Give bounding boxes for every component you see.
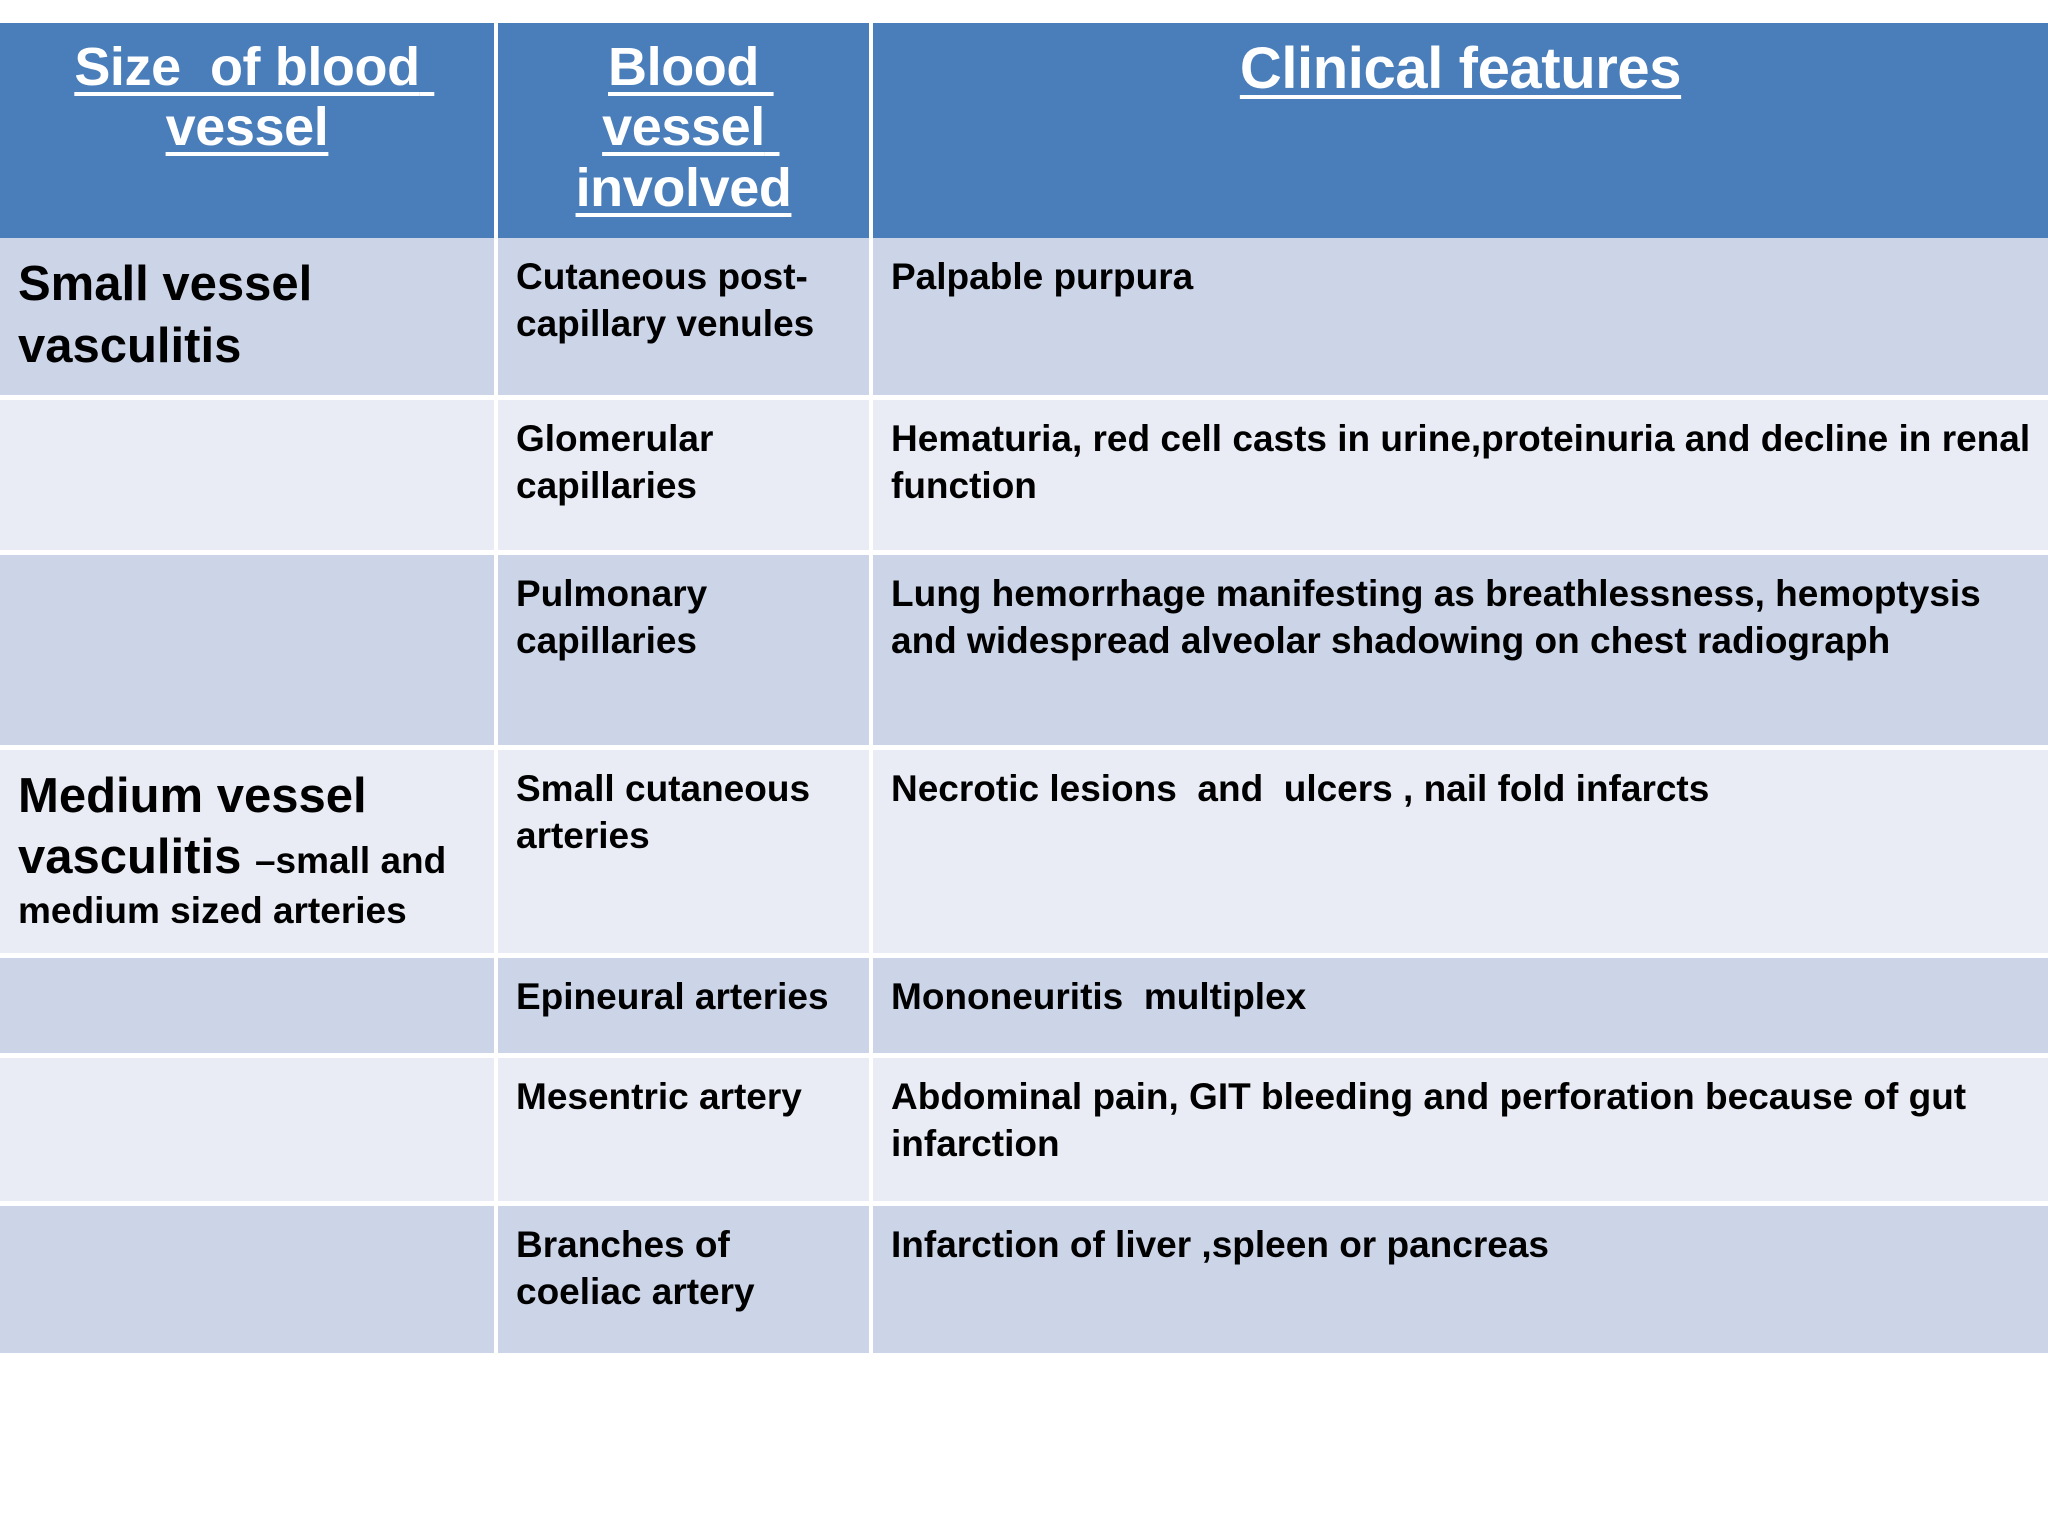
header-row: Size of blood vessel Blood vessel involv… (0, 23, 2048, 239)
cell-size-secondary-text: –small and medium sized arteries (18, 840, 457, 932)
cell-vessel-text: Epineural arteries (516, 975, 829, 1017)
cell-size-of-blood-vessel (0, 957, 498, 1058)
cell-blood-vessel-involved: Branches of coeliac artery (498, 1205, 873, 1358)
cell-clinical-features: Hematuria, red cell casts in urine,prote… (873, 399, 2048, 555)
table-body: Small vessel vasculitis Cutaneous post-c… (0, 238, 2048, 1358)
cell-clinical-text: Hematuria, red cell casts in urine,prote… (891, 417, 2041, 506)
table-row: Epineural arteries Mononeuritis multiple… (0, 957, 2048, 1058)
cell-blood-vessel-involved: Mesentric artery (498, 1057, 873, 1206)
cell-clinical-text: Mononeuritis multiplex (891, 975, 1307, 1017)
column-header-size-of-blood-vessel: Size of blood vessel (0, 23, 498, 239)
cell-vessel-text: Mesentric artery (516, 1075, 802, 1117)
table-row: Medium vessel vasculitis –small and medi… (0, 749, 2048, 958)
cell-size-of-blood-vessel: Small vessel vasculitis (0, 238, 498, 400)
cell-clinical-text: Abdominal pain, GIT bleeding and perfora… (891, 1075, 1977, 1164)
table-row: Mesentric artery Abdominal pain, GIT ble… (0, 1057, 2048, 1206)
cell-blood-vessel-involved: Pulmonary capillaries (498, 554, 873, 750)
column-header-clinical-features: Clinical features (873, 23, 2048, 239)
cell-clinical-features: Mononeuritis multiplex (873, 957, 2048, 1058)
cell-size-of-blood-vessel: Medium vessel vasculitis –small and medi… (0, 749, 498, 958)
cell-size-primary-text: Medium vessel vasculitis (18, 768, 381, 885)
cell-vessel-text: Branches of coeliac artery (516, 1223, 755, 1312)
cell-vessel-text: Pulmonary capillaries (516, 572, 718, 661)
column-header-vessel-label: Blood vessel involved (575, 37, 792, 218)
cell-size-primary-text: Small vessel vasculitis (18, 257, 326, 373)
table-row: Small vessel vasculitis Cutaneous post-c… (0, 238, 2048, 400)
cell-clinical-features: Necrotic lesions and ulcers , nail fold … (873, 749, 2048, 958)
table-row: Pulmonary capillaries Lung hemorrhage ma… (0, 554, 2048, 750)
cell-size-of-blood-vessel (0, 399, 498, 555)
cell-vessel-text: Cutaneous post-capillary venules (516, 256, 815, 345)
cell-blood-vessel-involved: Epineural arteries (498, 957, 873, 1058)
cell-size-of-blood-vessel (0, 1057, 498, 1206)
vasculitis-clinical-features-table: Size of blood vessel Blood vessel involv… (0, 23, 2048, 1358)
cell-size-of-blood-vessel (0, 554, 498, 750)
cell-blood-vessel-involved: Small cutaneous arteries (498, 749, 873, 958)
cell-clinical-features: Lung hemorrhage manifesting as breathles… (873, 554, 2048, 750)
table-row: Glomerular capillaries Hematuria, red ce… (0, 399, 2048, 555)
cell-clinical-text: Lung hemorrhage manifesting as breathles… (891, 572, 1992, 661)
cell-clinical-features: Palpable purpura (873, 238, 2048, 400)
cell-clinical-text: Infarction of liver ,spleen or pancreas (891, 1223, 1549, 1265)
cell-vessel-text: Glomerular capillaries (516, 417, 724, 506)
column-header-size-label: Size of blood vessel (74, 37, 435, 158)
cell-clinical-text: Necrotic lesions and ulcers , nail fold … (891, 767, 1710, 809)
cell-clinical-text: Palpable purpura (891, 256, 1194, 298)
cell-clinical-features: Abdominal pain, GIT bleeding and perfora… (873, 1057, 2048, 1206)
column-header-blood-vessel-involved: Blood vessel involved (498, 23, 873, 239)
column-header-clinical-label: Clinical features (1239, 36, 1682, 101)
cell-vessel-text: Small cutaneous arteries (516, 767, 821, 856)
table-header: Size of blood vessel Blood vessel involv… (0, 23, 2048, 239)
cell-blood-vessel-involved: Glomerular capillaries (498, 399, 873, 555)
cell-blood-vessel-involved: Cutaneous post-capillary venules (498, 238, 873, 400)
cell-clinical-features: Infarction of liver ,spleen or pancreas (873, 1205, 2048, 1358)
table-row: Branches of coeliac artery Infarction of… (0, 1205, 2048, 1358)
cell-size-of-blood-vessel (0, 1205, 498, 1358)
